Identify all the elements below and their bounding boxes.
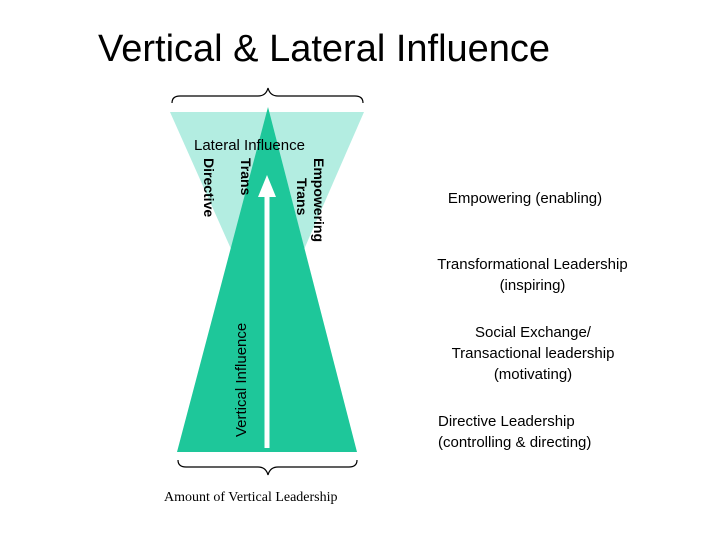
top-brace (171, 87, 364, 104)
social-exchange-legend: Social Exchange/ Transactional leadershi… (418, 322, 648, 385)
social-legend-line1: Social Exchange/ (475, 324, 591, 341)
directive-legend: Directive Leadership (controlling & dire… (438, 411, 668, 453)
slide-title: Vertical & Lateral Influence (98, 28, 551, 70)
transformational-legend-line2: (inspiring) (499, 277, 566, 294)
social-legend-line3: (motivating) (493, 366, 573, 383)
transformational-rotated-label: Trans (294, 178, 310, 216)
vertical-arrow-head (258, 175, 276, 197)
transactional-rotated-label: Trans (238, 158, 254, 196)
empowering-legend: Empowering (enabling) (425, 188, 625, 209)
directive-rotated-label: Directive (201, 158, 217, 217)
empowering-legend-text: Empowering (enabling) (447, 190, 603, 207)
empowering-rotated-label: Empowering (311, 158, 327, 242)
amount-vertical-leadership-label: Amount of Vertical Leadership (164, 490, 338, 505)
social-legend-line2: Transactional leadership (451, 345, 615, 362)
vertical-influence-label: Vertical Influence (233, 323, 250, 437)
transformational-legend: Transformational Leadership (inspiring) (410, 254, 655, 296)
lateral-influence-label: Lateral Influence (194, 137, 305, 154)
transformational-legend-line1: Transformational Leadership (437, 256, 628, 273)
directive-legend-line2: (controlling & directing) (438, 434, 592, 451)
directive-legend-line1: Directive Leadership (438, 413, 575, 430)
bottom-brace (177, 459, 358, 476)
